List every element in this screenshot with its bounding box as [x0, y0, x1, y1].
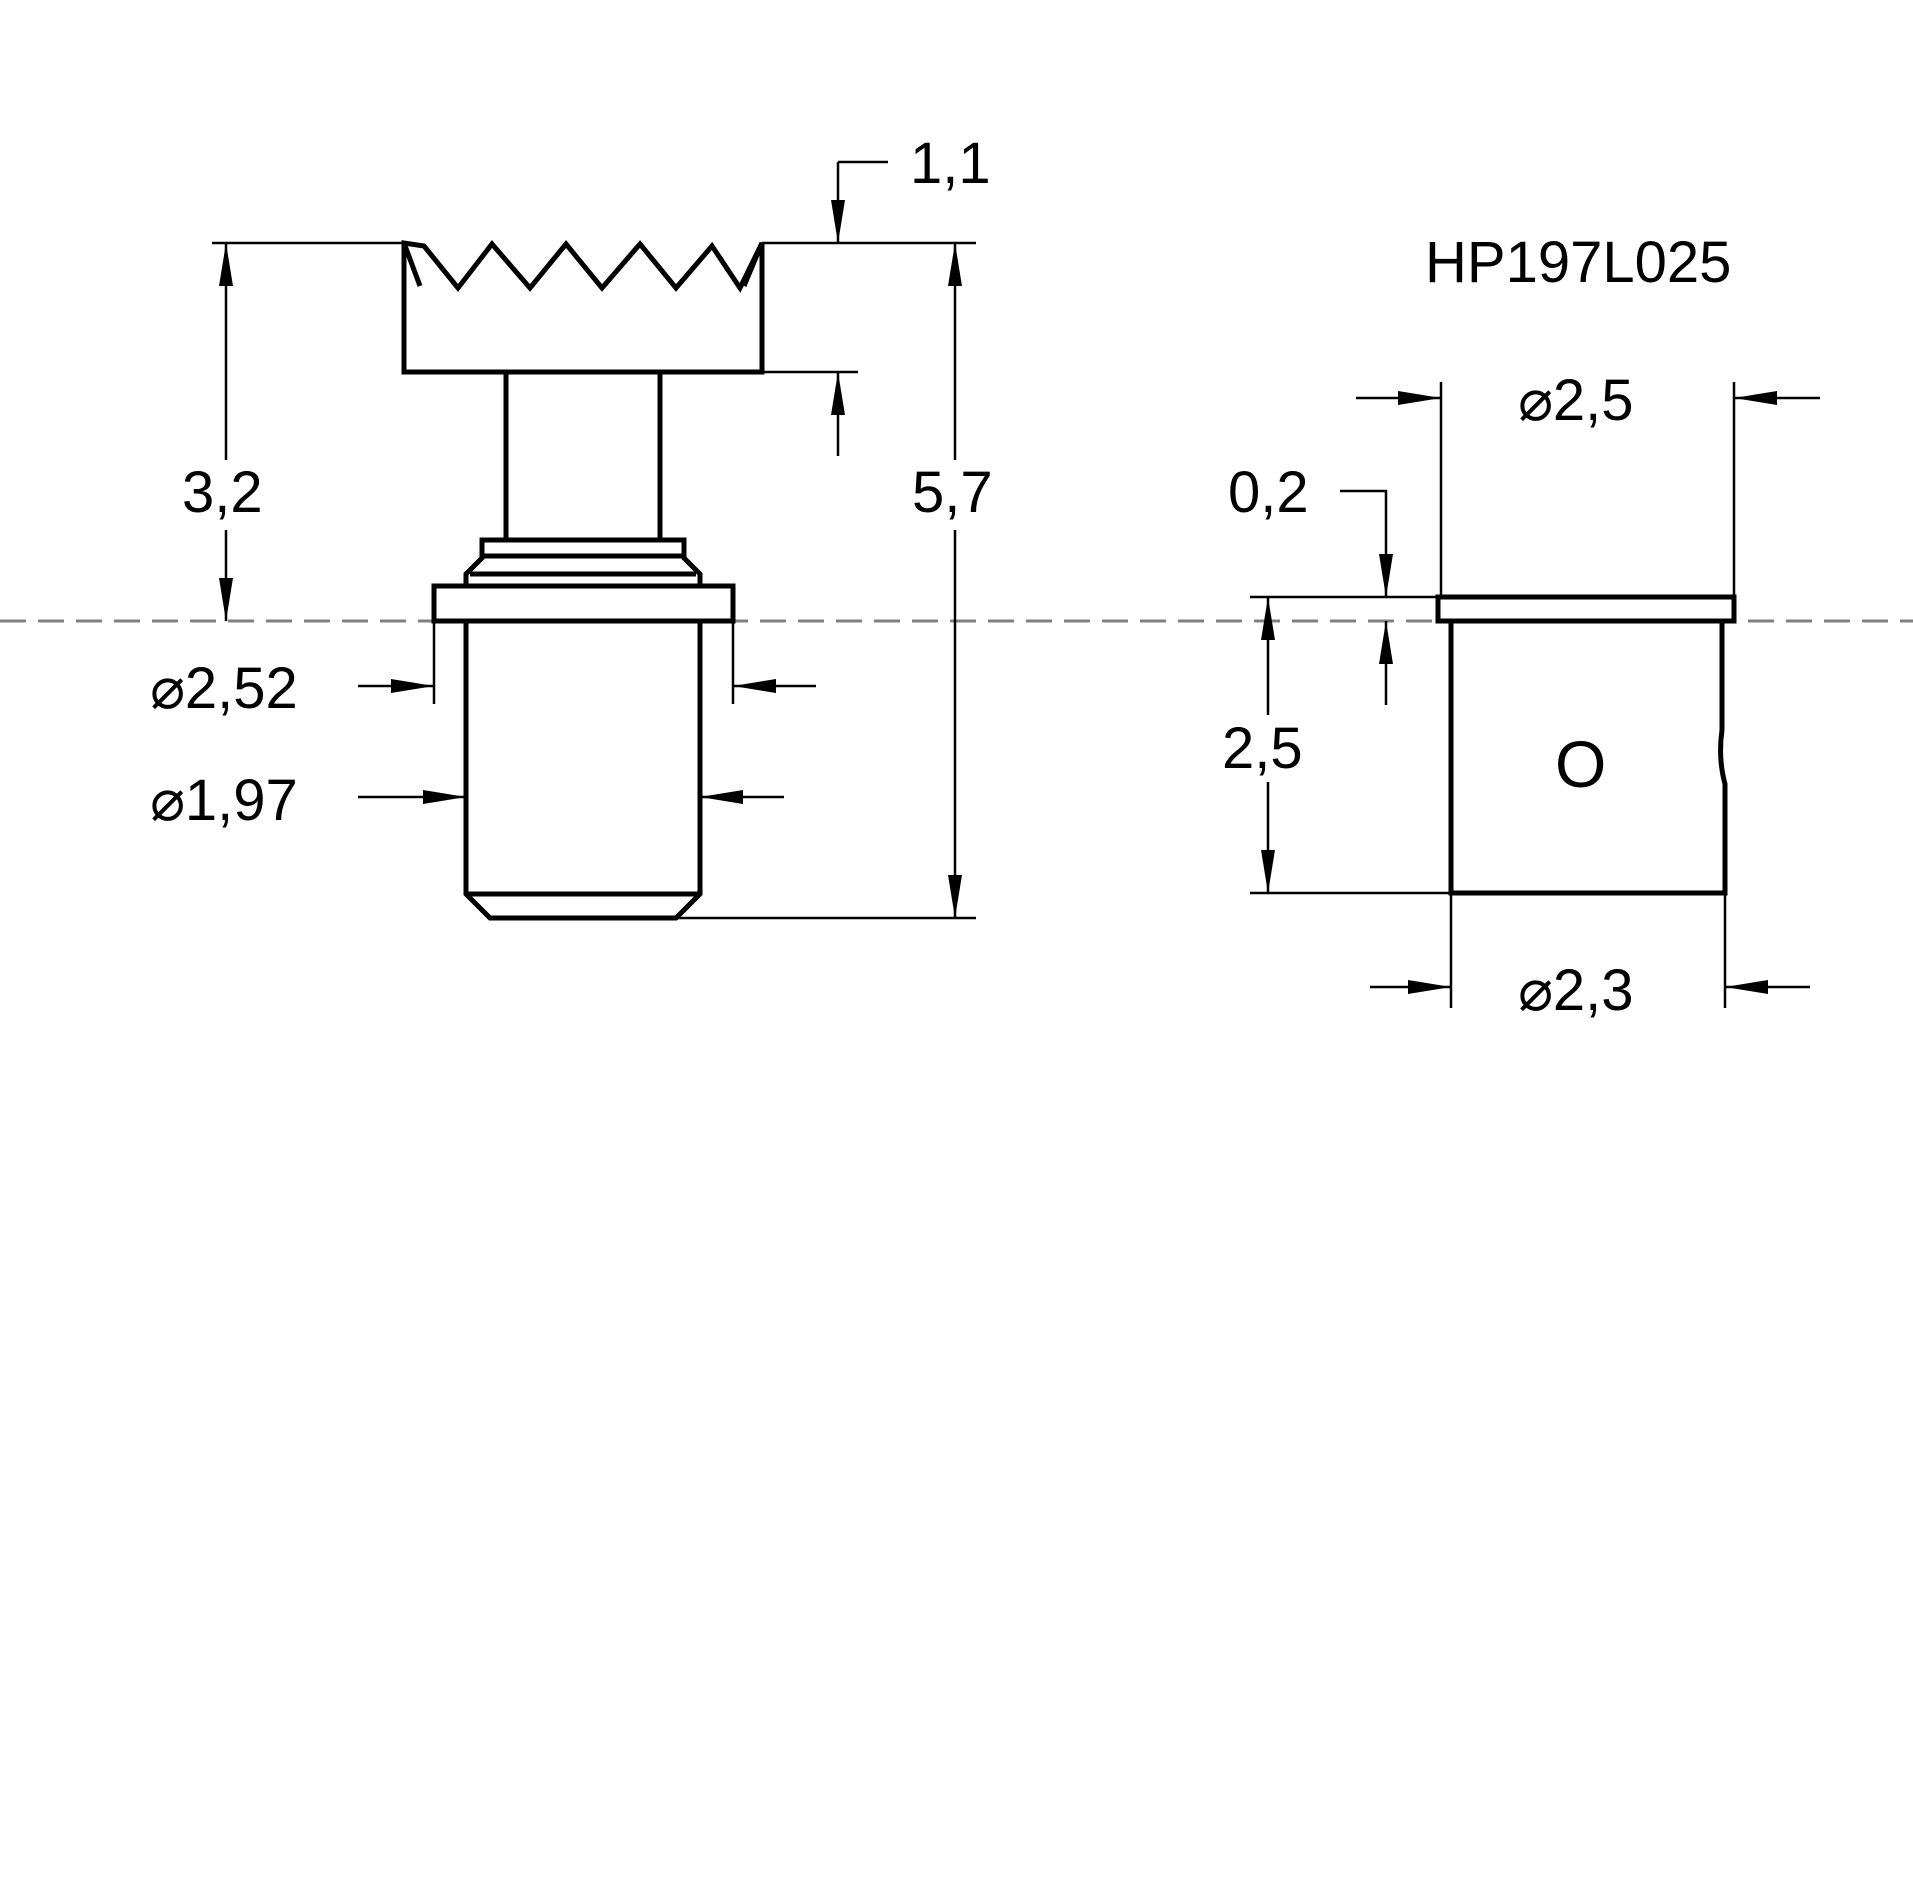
receptacle-collar-thickness-label: 0,2: [1228, 460, 1309, 525]
receptacle-marking: O: [1555, 727, 1606, 801]
probe-dimensions: [212, 160, 976, 920]
probe-body-diameter-label: ⌀1,97: [150, 768, 298, 833]
probe-shoulder: [463, 537, 703, 589]
probe-flange-diameter-label: ⌀2,52: [150, 656, 298, 721]
receptacle-body: [1448, 621, 1728, 896]
probe-flange: [431, 583, 736, 624]
receptacle-collar-diameter-label: ⌀2,5: [1518, 368, 1634, 433]
receptacle-dimensions: [1250, 382, 1820, 1008]
receptacle-view: [1435, 594, 1737, 896]
receptacle-body-diameter-label: ⌀2,3: [1518, 958, 1634, 1023]
probe-tip-height-label: 1,1: [910, 131, 991, 196]
probe-overall-length-label: 5,7: [912, 460, 993, 525]
probe-height-label: 3,2: [182, 460, 263, 525]
probe-view: [401, 240, 765, 921]
receptacle-body-length-label: 2,5: [1222, 716, 1303, 781]
part-number: HP197L025: [1425, 230, 1731, 295]
probe-crown-head: [401, 240, 765, 375]
probe-barrel: [463, 621, 703, 921]
receptacle-collar: [1435, 594, 1737, 624]
